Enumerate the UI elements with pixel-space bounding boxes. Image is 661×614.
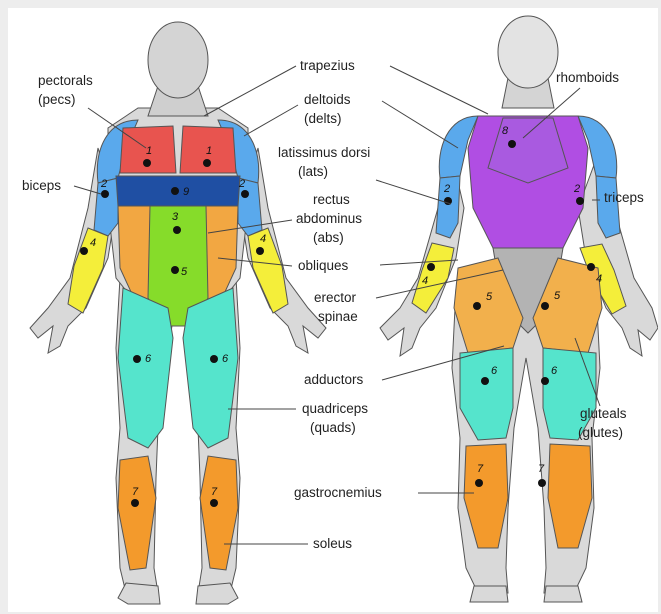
line-trapezius-front [204,66,296,116]
dot-back-forearm-left [427,263,435,271]
label-abdominus: abdominus [296,211,362,226]
label-spinae: spinae [318,309,358,324]
label-deltoids: deltoids [304,92,351,107]
dot-front-quad-right [210,355,218,363]
num-back-forearm-right: 4 [596,273,602,285]
dot-front-pec-left [143,159,151,167]
label-pectorals-abbr: (pecs) [38,92,76,107]
front-left-foot [118,583,160,604]
dot-back-hamstring-right [541,377,549,385]
diagram-panel: 1 1 2 2 9 3 4 4 5 6 6 7 7 8 2 2 4 4 5 5 … [8,8,658,612]
num-back-forearm-left: 4 [422,275,428,287]
front-head [148,22,208,98]
num-front-pec-right: 1 [206,145,212,157]
dot-back-forearm-right [587,263,595,271]
dot-front-bicep-left [101,190,109,198]
dot-back-glute-left [473,302,481,310]
back-right-foot [544,586,582,602]
label-trapezius: trapezius [300,58,355,73]
label-latissimus: latissimus dorsi [278,145,370,160]
num-front-forearm-left: 4 [90,237,96,249]
label-erector: erector [314,290,357,305]
front-right-forearm [248,228,288,313]
label-rectus: rectus [313,192,350,207]
label-deltoids-abbr: (delts) [304,111,342,126]
muscle-diagram: 1 1 2 2 9 3 4 4 5 6 6 7 7 8 2 2 4 4 5 5 … [8,8,658,612]
num-back-glute-right: 5 [554,290,561,302]
dot-front-forearm-left [80,247,88,255]
front-right-quad [183,288,238,448]
label-rhomboids: rhomboids [556,70,619,85]
num-front-calf-right: 7 [211,486,218,498]
dot-front-forearm-right [256,247,264,255]
back-head [498,16,558,88]
num-front-forearm-right: 4 [260,233,266,245]
num-front-chest-band: 9 [183,186,189,198]
dot-back-tricep-right [576,197,584,205]
num-back-calf-left: 7 [477,463,484,475]
label-gluteals: gluteals [580,406,627,421]
label-triceps: triceps [604,190,644,205]
front-right-foot [196,583,238,604]
back-left-foot [470,586,508,602]
label-gluteals-abbr: (glutes) [578,425,623,440]
label-pectorals: pectorals [38,73,93,88]
dot-front-abs-lower [171,266,179,274]
num-front-bicep-right: 2 [238,178,245,190]
label-biceps: biceps [22,178,61,193]
front-left-quad [118,288,173,448]
num-back-hamstring-left: 6 [491,365,498,377]
num-front-pec-left: 1 [146,145,152,157]
dot-front-pec-right [203,159,211,167]
back-figure [380,16,658,602]
num-back-calf-right: 7 [538,463,545,475]
num-back-glute-left: 5 [486,291,493,303]
num-back-tricep-right: 2 [573,183,580,195]
dot-back-calf-left [475,479,483,487]
label-gastrocnemius: gastrocnemius [294,485,382,500]
front-left-forearm [68,228,108,313]
line-deltoids-front [244,105,298,136]
dot-back-glute-right [541,302,549,310]
dot-front-chest-band [171,187,179,195]
dot-front-quad-left [133,355,141,363]
label-obliques: obliques [298,258,349,273]
num-front-abs-lower: 5 [181,266,188,278]
line-deltoids-back [382,101,458,148]
label-quadriceps: quadriceps [302,401,368,416]
front-figure [30,22,326,604]
dot-front-calf-right [210,499,218,507]
num-front-quad-left: 6 [145,353,152,365]
num-front-bicep-left: 2 [100,178,107,190]
num-front-abs-upper: 3 [172,211,179,223]
label-soleus: soleus [313,536,352,551]
num-front-calf-left: 7 [132,486,139,498]
label-quadriceps-abbr: (quads) [310,420,356,435]
dot-back-rhomboid [508,140,516,148]
line-trapezius-back [390,66,488,114]
dot-front-calf-left [131,499,139,507]
label-abdominus-abbr: (abs) [313,230,344,245]
num-back-tricep-left: 2 [443,183,450,195]
num-front-quad-right: 6 [222,353,229,365]
dot-front-bicep-right [241,190,249,198]
dot-front-abs-upper [173,226,181,234]
label-latissimus-abbr: (lats) [298,164,328,179]
dot-back-calf-right [538,479,546,487]
num-back-hamstring-right: 6 [551,365,558,377]
dot-back-hamstring-left [481,377,489,385]
label-adductors: adductors [304,372,364,387]
num-back-rhomboid: 8 [502,125,509,137]
